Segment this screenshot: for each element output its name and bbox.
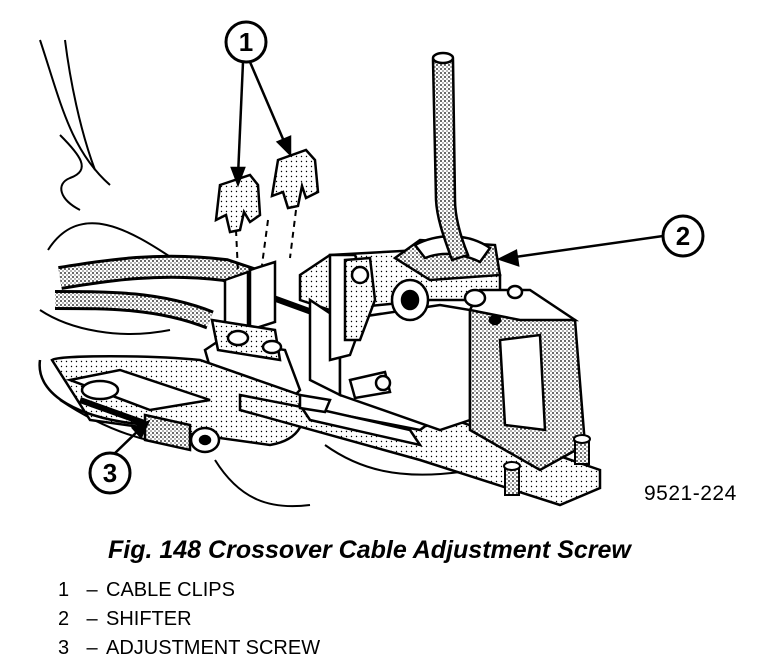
cable-bracket xyxy=(203,260,302,402)
cable-clip-right xyxy=(270,148,320,210)
legend-text: CABLE CLIPS xyxy=(106,579,235,601)
clip-guide-lines xyxy=(235,209,297,273)
callout-1: 1 xyxy=(224,20,268,64)
callout-1-label: 1 xyxy=(239,27,253,57)
legend-item: 1–CABLE CLIPS xyxy=(58,576,320,605)
legend-text: SHIFTER xyxy=(106,608,192,630)
figure-caption: Fig. 148 Crossover Cable Adjustment Scre… xyxy=(108,536,631,564)
legend-dash: – xyxy=(86,579,98,601)
legend-dash: – xyxy=(86,608,98,630)
shift-lever xyxy=(431,51,470,262)
adjustment-screw xyxy=(78,397,221,454)
leader-lines xyxy=(112,61,664,456)
legend-number: 1 xyxy=(58,579,70,601)
callout-3: 3 xyxy=(88,451,132,495)
shifter-diagram: 1 2 3 xyxy=(38,20,705,508)
cable-clip-left xyxy=(214,173,262,234)
legend-number: 2 xyxy=(58,608,70,630)
legend-dash: – xyxy=(86,637,98,659)
callout-2: 2 xyxy=(661,214,705,258)
callout-2-label: 2 xyxy=(676,221,690,251)
callout-3-label: 3 xyxy=(103,458,117,488)
figure-id: 9521-224 xyxy=(644,482,737,505)
mounting-studs xyxy=(503,434,591,496)
legend: 1–CABLE CLIPS 2–SHIFTER 3–ADJUSTMENT SCR… xyxy=(58,576,320,663)
legend-number: 3 xyxy=(58,637,70,659)
adjustment-plate xyxy=(38,355,305,447)
crossover-cable xyxy=(54,254,322,353)
cable-clips xyxy=(214,148,320,234)
legend-item: 3–ADJUSTMENT SCREW xyxy=(58,634,320,663)
legend-item: 2–SHIFTER xyxy=(58,605,320,634)
legend-text: ADJUSTMENT SCREW xyxy=(106,637,321,659)
